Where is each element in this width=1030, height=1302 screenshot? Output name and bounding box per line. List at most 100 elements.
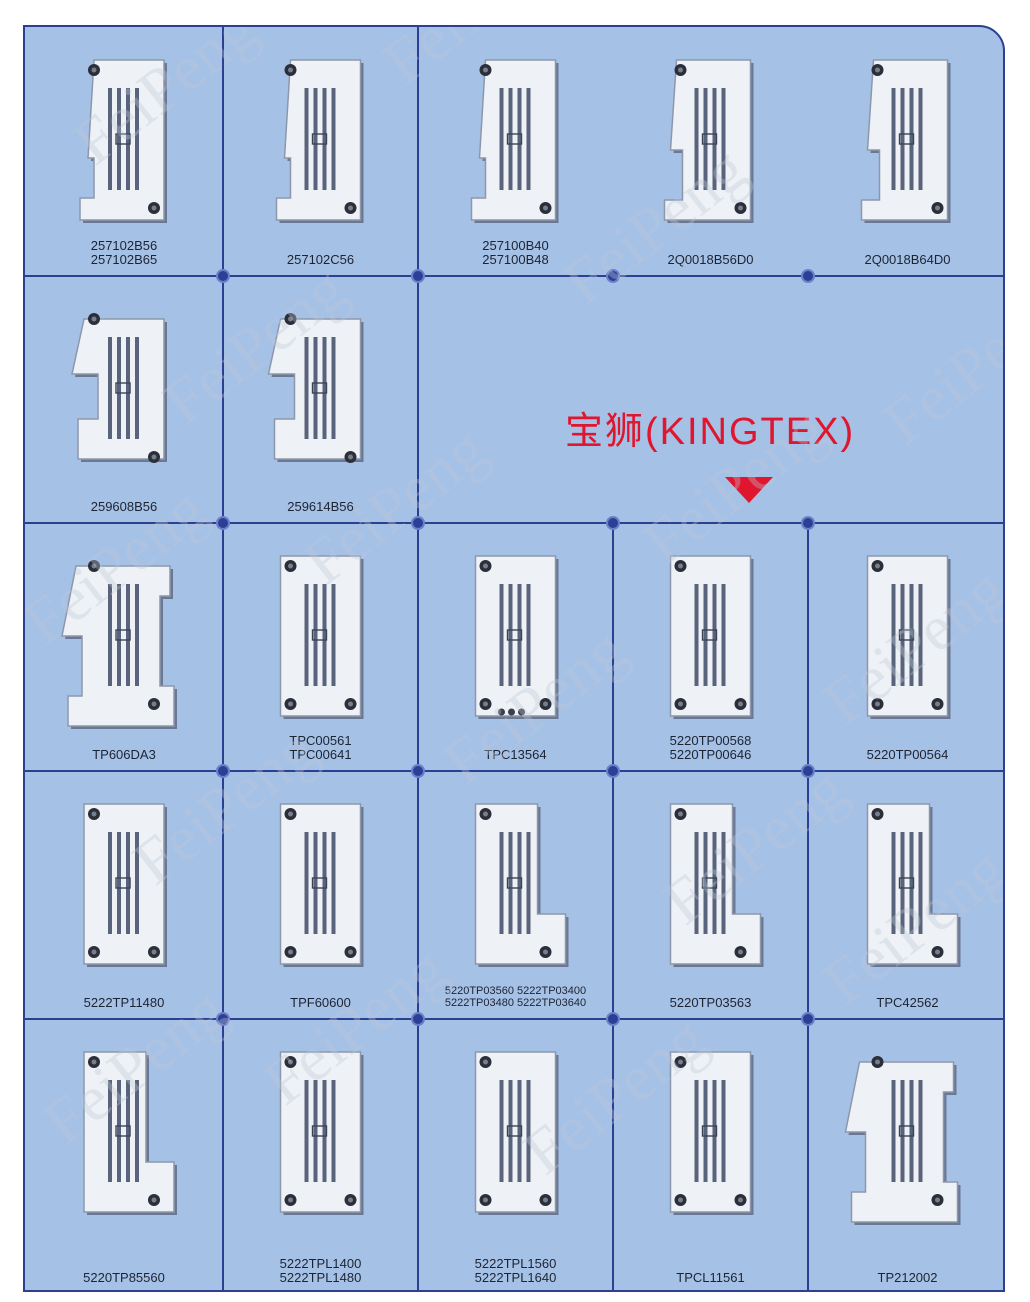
grid-node-dot (411, 516, 425, 530)
grid-node-dot (216, 516, 230, 530)
needle-plate-image (669, 803, 764, 967)
needle-plate-image (279, 803, 364, 967)
product-code-label: 257102B65 (90, 252, 158, 267)
product-code-label: 5222TPL1560 (474, 1256, 557, 1271)
product-cell: TP606DA3 (26, 524, 222, 770)
grid-node-dot (606, 516, 620, 530)
needle-plate-image (279, 555, 364, 719)
product-code-label: 5220TP85560 (83, 1270, 165, 1285)
down-triangle-icon (725, 477, 773, 503)
grid-column-line (417, 27, 419, 1290)
product-code-label: TPC42562 (876, 995, 939, 1010)
product-code-label: TPC13564 (484, 747, 547, 762)
product-cell: 5220TP00564 (809, 524, 1003, 770)
grid-node-dot (411, 1012, 425, 1026)
product-code-label: 259608B56 (90, 499, 158, 514)
grid-column-line (222, 27, 224, 1290)
needle-plate-image (669, 1051, 754, 1215)
product-cell: TPCL11561 (614, 1020, 807, 1290)
needle-plate-image (860, 59, 951, 223)
product-code-label: 257102C56 (286, 252, 355, 267)
product-code-label: 2Q0018B64D0 (864, 252, 951, 267)
watermark-text: FeiPeng (870, 273, 1005, 458)
needle-plate-image (474, 555, 559, 719)
product-code-label: 257100B40 (482, 238, 549, 253)
product-code-label: 5222TPL1480 (279, 1270, 362, 1285)
grid-column-line (612, 523, 614, 1290)
needle-plate-image (866, 803, 961, 967)
grid-node-dot (606, 1012, 620, 1026)
product-code-label: 5222TP11480 (83, 995, 165, 1010)
needle-plate-image (470, 59, 559, 223)
needle-plate-image (866, 555, 951, 719)
needle-plate-image (79, 59, 167, 223)
product-code-label: 5220TP00568 (669, 733, 752, 748)
grid-row-line (25, 770, 1003, 772)
product-code-label: 5220TP03560 5222TP03400 (444, 985, 587, 997)
product-code-label: 259614B56 (287, 499, 354, 514)
grid-node-dot (411, 269, 425, 283)
needle-plate-image (83, 1051, 177, 1215)
product-code-label: 5222TP03480 5222TP03640 (444, 997, 587, 1009)
grid-node-dot (801, 516, 815, 530)
brand-heading: 宝狮(KINGTEX) (565, 411, 856, 453)
product-cell: 5222TP11480 (26, 772, 222, 1018)
product-code-label: 2Q0018B56D0 (667, 252, 754, 267)
product-cell: TPF60600 (224, 772, 417, 1018)
product-code-label: TPC00641 (289, 747, 352, 762)
needle-plate-image (474, 803, 569, 967)
needle-plate-image (267, 313, 364, 463)
product-cell: 259608B56 (26, 277, 222, 522)
grid-node-dot (801, 269, 815, 283)
grid-node-dot (216, 764, 230, 778)
product-code-label: 5220TP03563 (669, 995, 752, 1010)
grid-node-dot (216, 269, 230, 283)
grid-node-dot (411, 764, 425, 778)
product-code-label: 257102B56 (90, 238, 158, 253)
product-cell: TP212002 (809, 1020, 1003, 1290)
product-cell: 259614B56 (224, 277, 417, 522)
product-code-label: TP212002 (877, 1270, 938, 1285)
needle-plate-image (669, 555, 754, 719)
grid-column-line (807, 523, 809, 1290)
needle-plate-image (844, 1056, 961, 1225)
product-cell: TPC42562 (809, 772, 1003, 1018)
product-code-label: 5220TP00646 (669, 747, 752, 762)
product-code-label: 5222TPL1400 (279, 1256, 362, 1271)
needle-plate-image (279, 1051, 364, 1215)
needle-plate-image (61, 560, 177, 729)
grid-node-dot (801, 1012, 815, 1026)
grid-node-dot (801, 764, 815, 778)
product-cell: 257102C56 (224, 28, 417, 275)
grid-node-dot (606, 269, 620, 283)
product-code-label: TPF60600 (290, 995, 351, 1010)
product-code-label: TP606DA3 (92, 747, 156, 762)
product-cell: 5220TP85560 (26, 1020, 222, 1290)
grid-node-dot (606, 764, 620, 778)
product-code-label: 5222TPL1640 (474, 1270, 557, 1285)
needle-plate-image (83, 803, 167, 967)
grid-row-line (25, 1018, 1003, 1020)
product-cell: 2Q0018B56D0 (614, 28, 807, 275)
grid-row-line (25, 275, 1003, 277)
grid-row-line (25, 522, 1003, 524)
grid-node-dot (216, 1012, 230, 1026)
product-cell: TPC13564 (419, 524, 612, 770)
product-code-label: 257100B48 (482, 252, 549, 267)
product-cell: 5220TP03563 (614, 772, 807, 1018)
needle-plate-image (275, 59, 364, 223)
needle-plate-image (71, 313, 167, 463)
needle-plate-image (474, 1051, 559, 1215)
product-code-label: TPC00561 (289, 733, 352, 748)
product-code-label: 5220TP00564 (866, 747, 949, 762)
product-code-label: TPCL11561 (676, 1270, 745, 1285)
product-cell: 2Q0018B64D0 (809, 28, 1003, 275)
